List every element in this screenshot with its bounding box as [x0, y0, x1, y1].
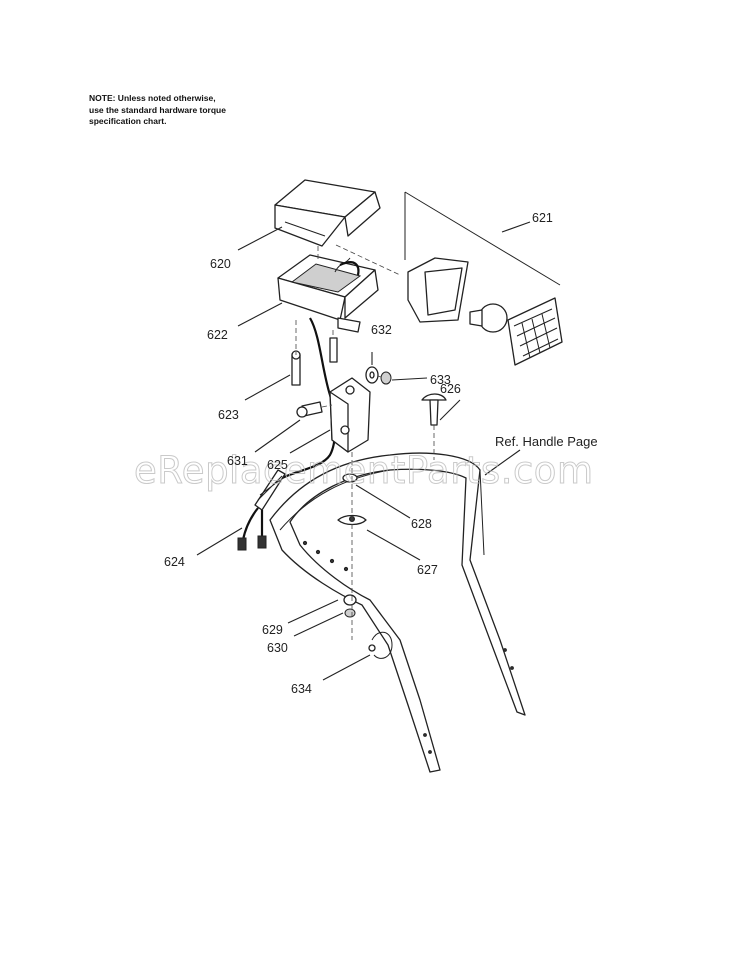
callout-630: 630	[267, 641, 288, 655]
callout-633: 633	[430, 373, 451, 387]
callout-634: 634	[291, 682, 312, 696]
note-line-2: use the standard hardware torque	[89, 104, 226, 115]
washer-632	[365, 366, 379, 384]
callout-621: 621	[532, 211, 553, 225]
callout-628: 628	[411, 517, 432, 531]
torque-note: NOTE: Unless noted otherwise, use the st…	[89, 93, 289, 128]
bracket-625	[329, 377, 371, 453]
handle-assembly	[269, 452, 526, 773]
callout-620: 620	[210, 257, 231, 271]
screw-631	[296, 401, 323, 418]
nut-633	[380, 371, 392, 385]
note-line-3: specification chart.	[89, 116, 167, 126]
callout-627: 627	[417, 563, 438, 577]
leader-lines	[196, 221, 531, 681]
callout-623: 623	[218, 408, 239, 422]
callout-622: 622	[207, 328, 228, 342]
callout-626: 626	[440, 382, 461, 396]
nut-630	[344, 608, 356, 618]
clip-634	[368, 631, 393, 659]
watermark-text: eReplacementParts.com	[134, 449, 594, 492]
callout-629: 629	[262, 623, 283, 637]
light-cover-620	[274, 179, 381, 247]
callout-632: 632	[371, 323, 392, 337]
bolt-623	[291, 350, 301, 386]
bolt-near-housing	[329, 337, 338, 363]
light-housing-622	[277, 254, 379, 333]
washer-629	[343, 594, 357, 606]
ref-handle-page-label: Ref. Handle Page	[495, 434, 598, 449]
note-line-1: NOTE: Unless noted otherwise,	[89, 93, 216, 103]
carriage-bolt-626	[421, 393, 447, 426]
callout-625: 625	[267, 458, 288, 472]
spacer-628	[342, 473, 358, 483]
lamp-assembly-621	[404, 191, 563, 366]
callout-631: 631	[227, 454, 248, 468]
callout-624: 624	[164, 555, 185, 569]
